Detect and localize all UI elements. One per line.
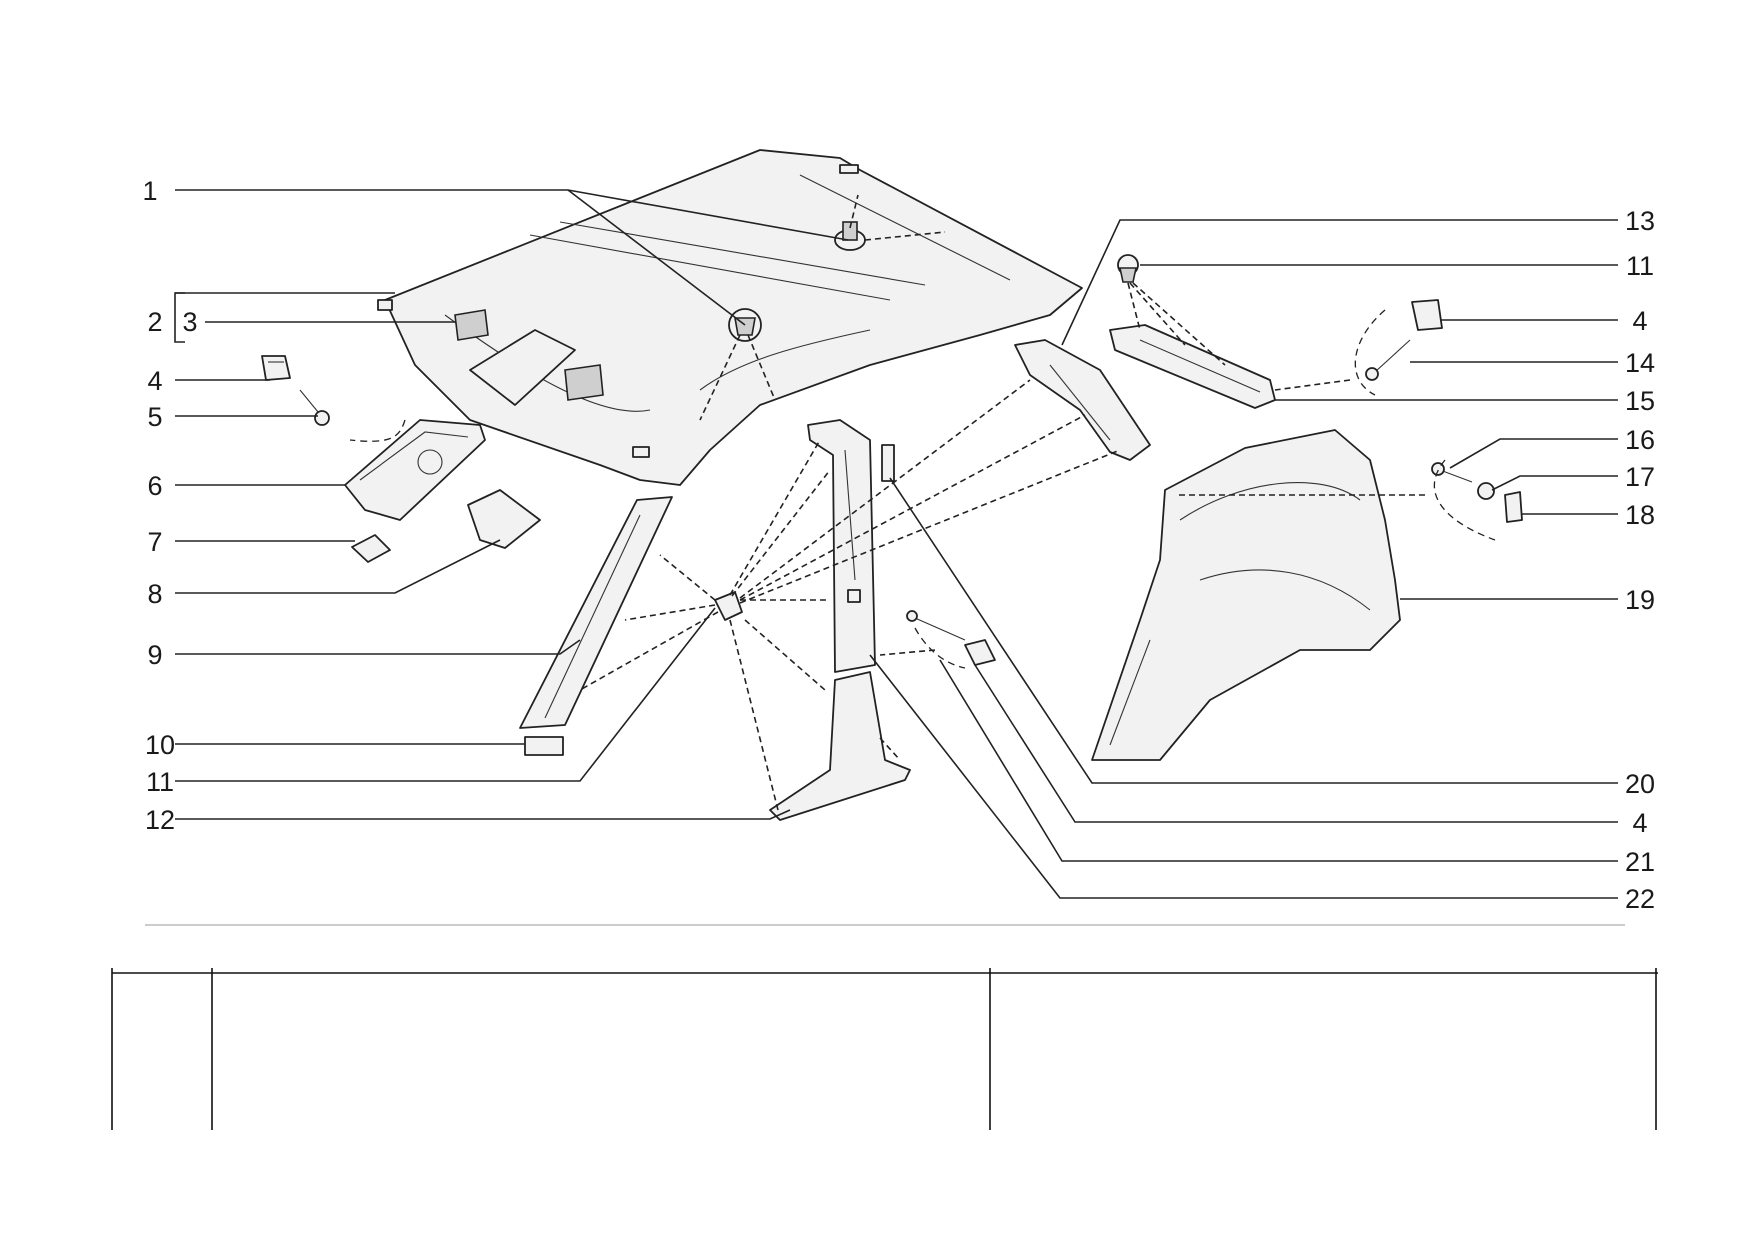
callout-6: 6 bbox=[147, 471, 162, 501]
callout-19: 19 bbox=[1625, 585, 1655, 615]
callout-9: 9 bbox=[147, 640, 162, 670]
pillar-clip bbox=[714, 591, 743, 621]
headliner-pad-front bbox=[454, 309, 489, 341]
callouts-right: 13 11 4 14 15 16 17 18 19 20 4 21 22 bbox=[1625, 206, 1655, 914]
callout-5: 5 bbox=[147, 402, 162, 432]
screw-left bbox=[299, 389, 330, 426]
dome-light-housing bbox=[344, 419, 486, 521]
callout-21: 21 bbox=[1625, 847, 1655, 877]
screw-right bbox=[1365, 339, 1411, 381]
c-pillar-trim bbox=[1014, 339, 1151, 461]
trim-pad bbox=[524, 736, 564, 756]
parts-group bbox=[261, 149, 1523, 821]
callout-1: 1 bbox=[142, 176, 157, 206]
b-pillar-clip bbox=[964, 639, 996, 666]
callout-20: 20 bbox=[1625, 769, 1655, 799]
callout-8: 8 bbox=[147, 579, 162, 609]
c-pillar-clip bbox=[1117, 254, 1139, 283]
callout-4-right-lower: 4 bbox=[1632, 808, 1647, 838]
footer-table bbox=[111, 968, 1658, 1130]
leader-lines bbox=[174, 189, 1618, 899]
b-pillar-trim-lower bbox=[769, 671, 911, 821]
spring-nut bbox=[1504, 491, 1523, 523]
washer bbox=[1477, 482, 1495, 500]
luggage-side-trim bbox=[1091, 429, 1401, 761]
callout-2: 2 bbox=[147, 307, 162, 337]
callout-7: 7 bbox=[147, 527, 162, 557]
callout-13: 13 bbox=[1625, 206, 1655, 236]
headliner-pad-rear bbox=[564, 364, 604, 401]
callout-12: 12 bbox=[145, 805, 175, 835]
callout-4-right-upper: 4 bbox=[1632, 306, 1647, 336]
callout-11-right: 11 bbox=[1626, 251, 1654, 281]
rear-upper-trim bbox=[1109, 324, 1276, 409]
callout-3: 3 bbox=[182, 307, 197, 337]
console-cover bbox=[467, 489, 541, 549]
callout-4-left: 4 bbox=[147, 366, 162, 396]
callout-17: 17 bbox=[1625, 462, 1655, 492]
callout-22: 22 bbox=[1625, 884, 1655, 914]
callout-14: 14 bbox=[1625, 348, 1655, 378]
visor-clip-left bbox=[261, 355, 291, 381]
assembly-arrows bbox=[349, 194, 1496, 811]
b-pillar-screw bbox=[906, 610, 966, 641]
seat-belt-plate bbox=[881, 444, 895, 482]
bolt bbox=[1431, 462, 1473, 483]
callout-10: 10 bbox=[145, 730, 175, 760]
callout-18: 18 bbox=[1625, 500, 1655, 530]
visor-clip-right bbox=[1411, 299, 1443, 331]
callout-11-left: 11 bbox=[146, 767, 174, 797]
callout-16: 16 bbox=[1625, 425, 1655, 455]
callout-15: 15 bbox=[1625, 386, 1655, 416]
callouts-left: 1 2 3 4 5 6 7 8 9 10 11 12 bbox=[142, 176, 197, 835]
a-pillar-trim bbox=[519, 496, 673, 729]
dome-light-lens bbox=[351, 534, 391, 563]
